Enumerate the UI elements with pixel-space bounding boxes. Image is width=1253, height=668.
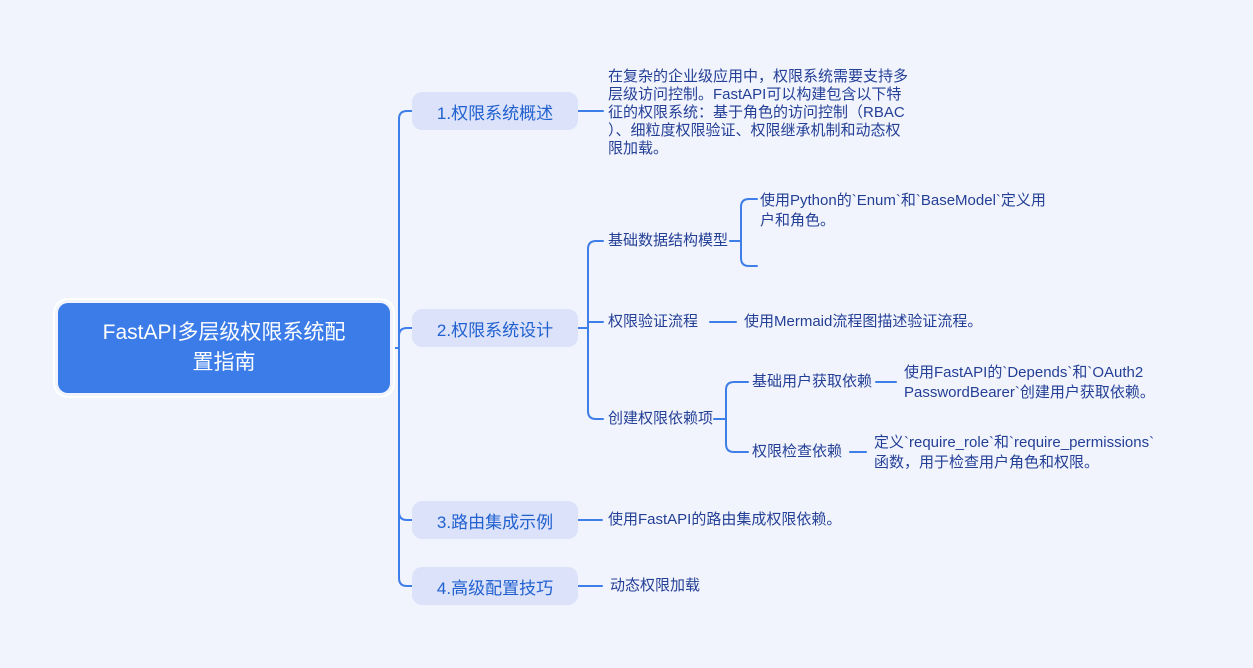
connector-branch2-child3 — [587, 327, 604, 420]
note-verify-flow[interactable]: 使用Mermaid流程图描述验证流程。 — [744, 313, 983, 330]
connector-datamodel-extra — [740, 240, 758, 267]
connector-arm-branch3 — [398, 511, 413, 521]
node-create-deps[interactable]: 创建权限依赖项 — [608, 410, 714, 427]
note-data-model[interactable]: 使用Python的`Enum`和`BaseModel`定义用 户和角色。 — [760, 192, 1046, 229]
branch-node-overview[interactable]: 1.权限系统概述 — [412, 92, 578, 130]
branch-node-routing[interactable]: 3.路由集成示例 — [412, 501, 578, 539]
note-overview[interactable]: 在复杂的企业级应用中，权限系统需要支持多 层级访问控制。FastAPI可以构建包… — [608, 68, 909, 157]
node-data-model[interactable]: 基础数据结构模型 — [608, 232, 729, 249]
node-verify-flow[interactable]: 权限验证流程 — [608, 313, 699, 330]
connector-deps-child2 — [725, 418, 749, 453]
note-perm-check[interactable]: 定义`require_role`和`require_permissions` 函… — [874, 434, 1155, 471]
branch-node-advanced[interactable]: 4.高级配置技巧 — [412, 567, 578, 605]
node-user-dep[interactable]: 基础用户获取依赖 — [752, 373, 873, 390]
branch-node-design[interactable]: 2.权限系统设计 — [412, 309, 578, 347]
connector-arm-branch2 — [398, 327, 413, 337]
connector-branch2-child1 — [587, 240, 604, 329]
root-node[interactable]: FastAPI多层级权限系统配 置指南 — [58, 303, 390, 393]
connector-datamodel-note — [740, 198, 758, 242]
note-advanced[interactable]: 动态权限加载 — [610, 577, 701, 594]
connector-trunk-down — [398, 347, 413, 587]
connector-trunk-up — [398, 110, 413, 349]
connector-deps-child1 — [725, 381, 749, 420]
node-perm-check[interactable]: 权限检查依赖 — [752, 443, 843, 460]
note-user-dep[interactable]: 使用FastAPI的`Depends`和`OAuth2 PasswordBear… — [904, 364, 1155, 401]
note-routing[interactable]: 使用FastAPI的路由集成权限依赖。 — [608, 511, 842, 528]
